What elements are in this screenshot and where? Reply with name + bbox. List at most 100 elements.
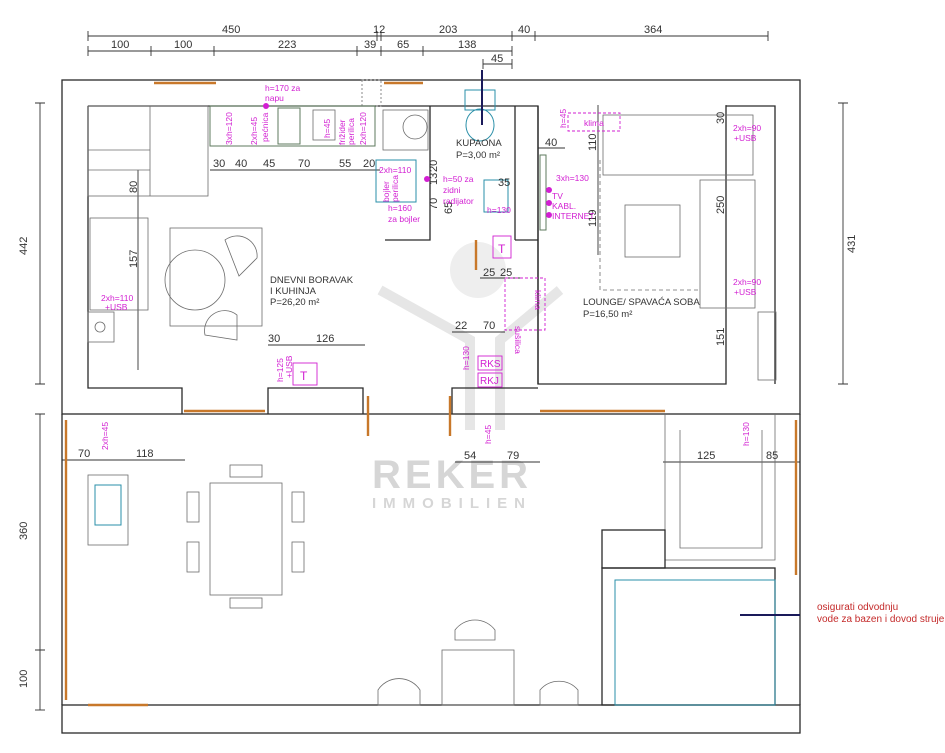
dim-label: 250 (715, 196, 727, 214)
dim-label: 100 (111, 39, 129, 51)
annotation: 2xh=90 (733, 277, 761, 287)
dim-label: 70 (298, 158, 310, 170)
dim-label: 364 (644, 24, 662, 36)
annotation: 2xh=45 (249, 117, 259, 145)
annotation: KABL. (552, 201, 576, 211)
dimension-labels: 450 12 203 40 364 100 100 223 39 65 138 … (18, 24, 858, 688)
annotation: napu (265, 93, 284, 103)
dim-label: 70 (428, 198, 440, 210)
annotation: zidni (443, 185, 461, 195)
annotation: RKS (480, 359, 501, 370)
electrical-annotations: h=170 za napu 3xh=120 2xh=45 pećnica h=4… (100, 83, 761, 450)
annotation: h=45 (558, 109, 568, 128)
dim-label: 35 (498, 177, 510, 189)
room-area-bath: P=3,00 m² (456, 150, 500, 161)
walls (61, 79, 801, 734)
annotation: perilica (390, 175, 400, 202)
dim-label: 360 (18, 522, 30, 540)
annotation: radijator (443, 196, 474, 206)
dim-label: 125 (697, 450, 715, 462)
annotation: +USB (105, 302, 128, 312)
dim-label: 157 (128, 250, 140, 268)
dim-label: 151 (715, 328, 727, 346)
annotation: sušilica (513, 326, 523, 354)
annotation: pećnica (260, 112, 270, 142)
annotation: klima (533, 290, 543, 310)
annotation: h=45 (322, 119, 332, 138)
annotation: RKJ (480, 376, 499, 387)
dim-label: 100 (18, 670, 30, 688)
annotation: 2xh=45 (100, 422, 110, 450)
dimension-lines (35, 31, 848, 711)
dim-label: 12 (373, 24, 385, 36)
dim-label: 22 (455, 320, 467, 332)
annotation: h=130 (461, 346, 471, 370)
watermark-subtext: IMMOBILIEN (372, 495, 532, 512)
dim-label: 80 (128, 181, 140, 193)
windows (64, 81, 798, 707)
annotation: 2xh=90 (733, 123, 761, 133)
annotation: h=160 (388, 203, 412, 213)
room-name-living: DNEVNI BORAVAK (270, 275, 354, 286)
dim-label: 203 (439, 24, 457, 36)
dim-label: 79 (507, 450, 519, 462)
annotation: h=45 (483, 425, 493, 444)
dim-label: 30 (268, 333, 280, 345)
furniture (87, 70, 800, 706)
annotation: +USB (734, 133, 757, 143)
dim-label: 13 (428, 173, 440, 185)
dim-label: 110 (587, 133, 599, 151)
dim-label: 85 (766, 450, 778, 462)
annotation: 2xh=120 (358, 112, 368, 145)
dim-label: 40 (518, 24, 530, 36)
annotation: 2xh=110 (379, 165, 411, 175)
dim-label: 65 (443, 202, 455, 214)
dim-label: 442 (18, 237, 30, 255)
thermostat-label: T (300, 369, 308, 383)
pool-note: osigurati odvodnju vode za bazen i dovod… (817, 602, 945, 625)
dim-label: 30 (213, 158, 225, 170)
dim-label: 39 (364, 39, 376, 51)
annotation: h=130 (741, 422, 751, 446)
dim-label: 70 (483, 320, 495, 332)
annotation: TV (552, 191, 563, 201)
watermark-text: REKER (372, 453, 532, 497)
dim-label: 55 (339, 158, 351, 170)
dim-label: 138 (458, 39, 476, 51)
room-area-lounge: P=16,50 m² (583, 309, 632, 320)
dim-label: 45 (491, 53, 503, 65)
annotation: frižider (337, 119, 347, 145)
annotation: h=130 (487, 205, 511, 215)
dim-label: 54 (464, 450, 476, 462)
dim-label: 40 (235, 158, 247, 170)
annotation: za bojler (388, 214, 420, 224)
dim-label: 118 (136, 448, 154, 460)
electrical-symbols (263, 103, 621, 388)
dim-label: 65 (397, 39, 409, 51)
annotation: h=125 (275, 358, 285, 382)
annotation: klima (584, 118, 604, 128)
annotation: INTERNET (552, 211, 595, 221)
annotation: 2xh=110 (101, 293, 133, 303)
dim-label: 223 (278, 39, 296, 51)
dim-label: 25 (500, 267, 512, 279)
annotation: h=170 za (265, 83, 300, 93)
room-name-lounge: LOUNGE/ SPAVAĆA SOBA (583, 297, 700, 308)
dim-label: 45 (263, 158, 275, 170)
note-line-1: osigurati odvodnju (817, 602, 898, 613)
annotation: 3xh=130 (556, 173, 589, 183)
room-name-kitchen: I KUHINJA (270, 286, 317, 297)
dim-label: 20 (363, 158, 375, 170)
room-area-living: P=26,20 m² (270, 297, 319, 308)
annotation: bojler (381, 181, 391, 202)
dim-label: 25 (483, 267, 495, 279)
dim-label: 40 (545, 137, 557, 149)
dim-label: 30 (715, 112, 727, 124)
annotation: h=50 za (443, 174, 474, 184)
annotation: +USB (734, 287, 757, 297)
dim-label: 20 (428, 160, 440, 172)
room-labels: DNEVNI BORAVAK I KUHINJA P=26,20 m² KUPA… (270, 138, 700, 320)
dim-label: 431 (846, 235, 858, 253)
watermark: REKER IMMOBILIEN (372, 242, 564, 512)
